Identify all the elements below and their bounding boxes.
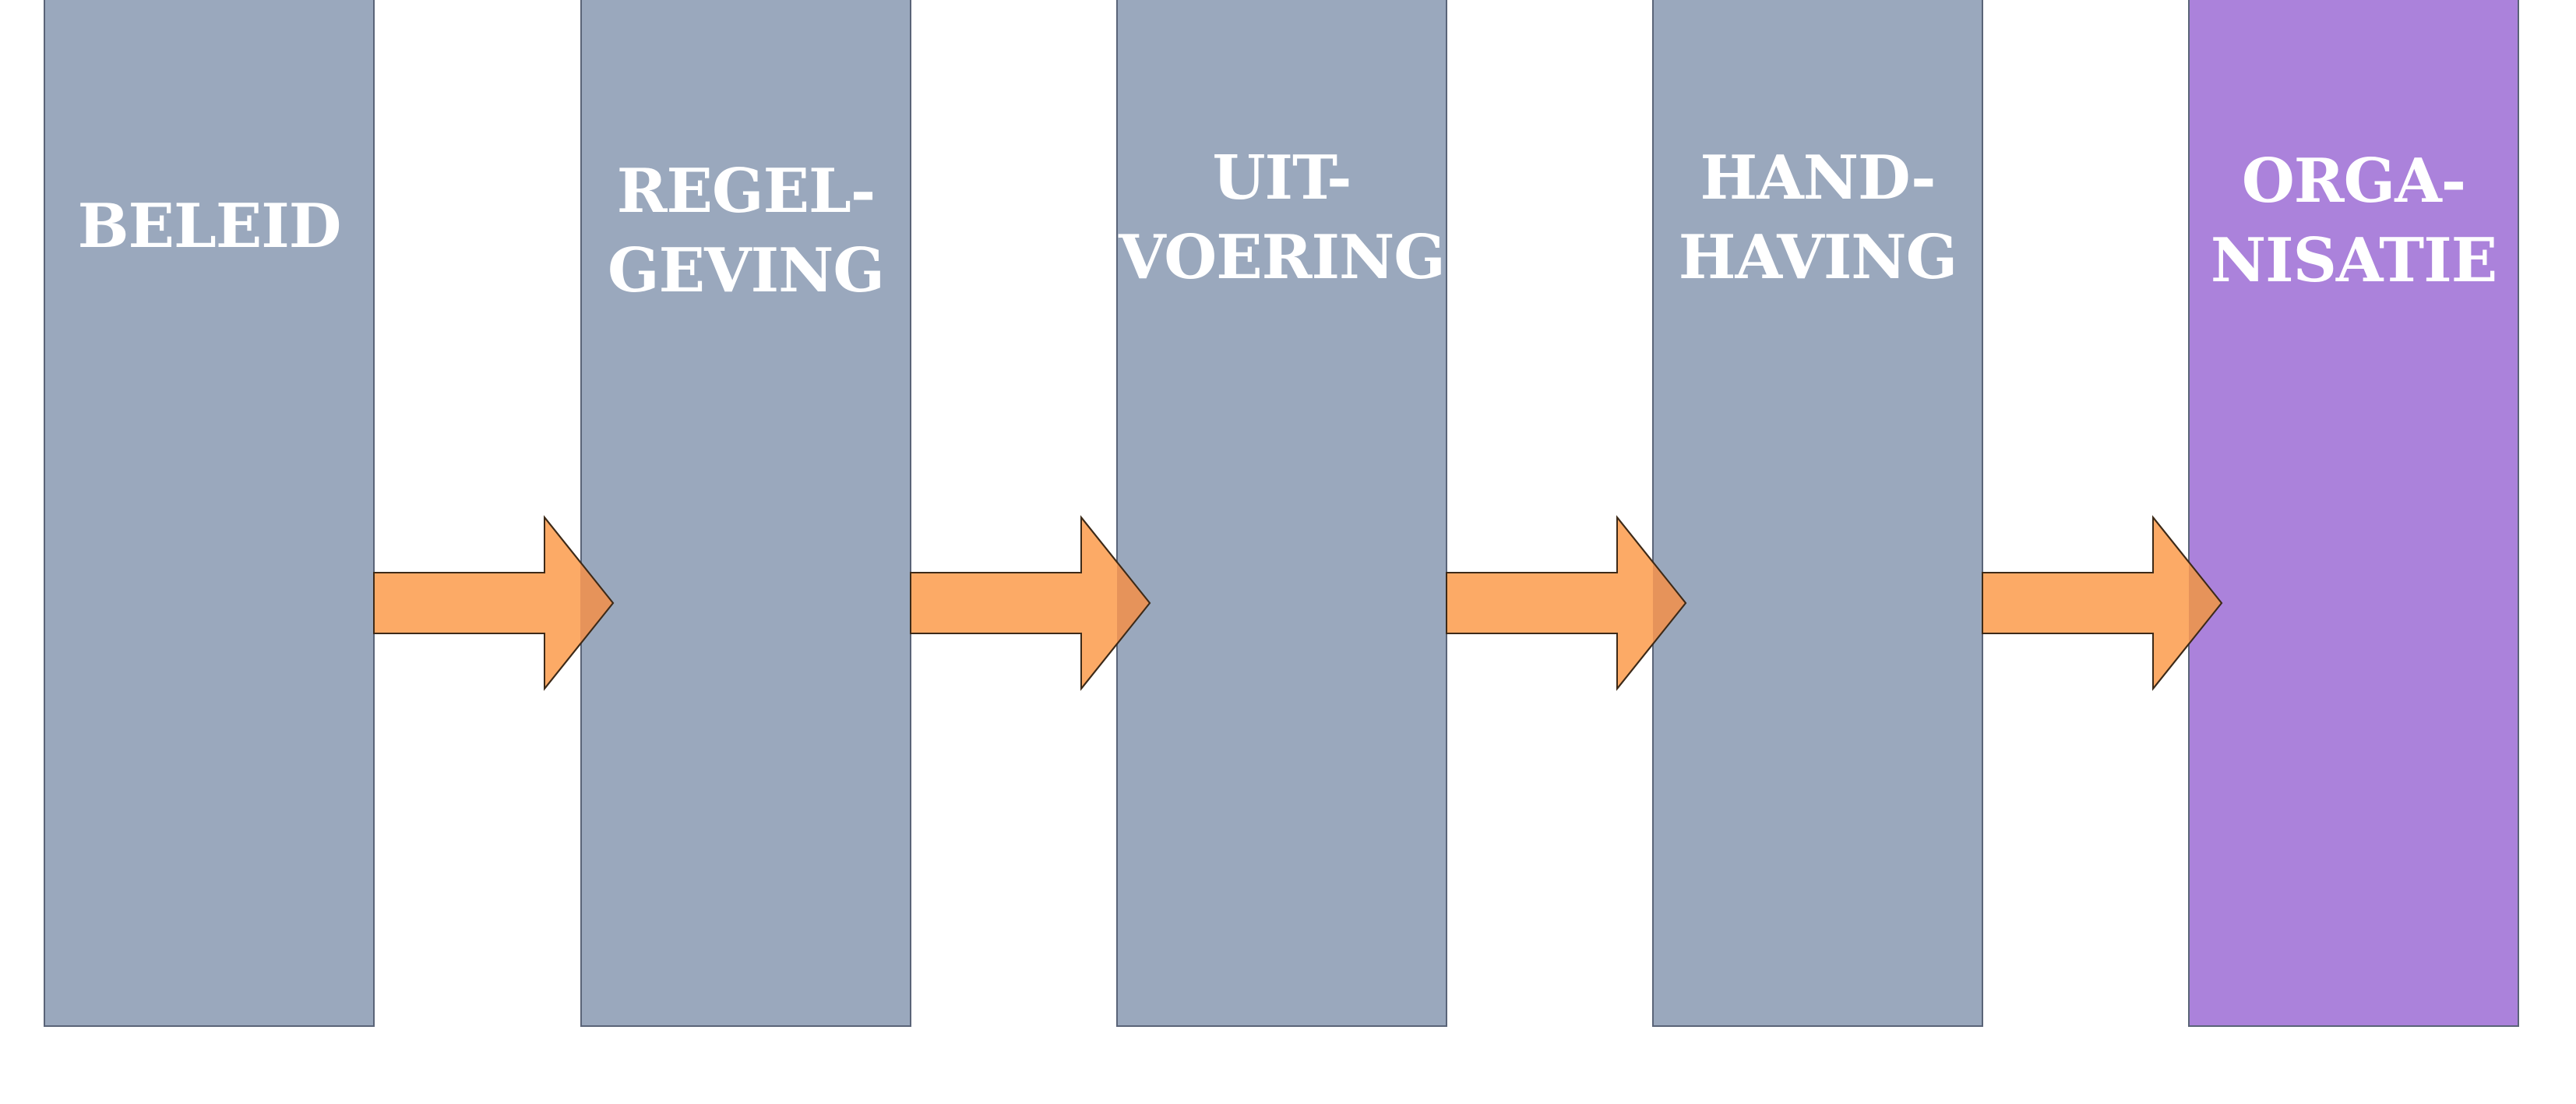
step-block-handhaving: HAND- HAVING: [1652, 0, 1983, 1027]
arrow-head-outline: [1080, 517, 1151, 690]
step-block-beleid: BELEID: [44, 0, 375, 1027]
arrow-shaft: [910, 515, 1151, 691]
step-label-uitvoering: UIT- VOERING: [1087, 139, 1477, 298]
arrow-shaft: [1982, 515, 2223, 691]
step-label-regelgeving: REGEL- GEVING: [551, 152, 941, 311]
arrow-tip: [1653, 562, 1686, 644]
arrow-tip: [580, 562, 613, 644]
step-label-line: REGEL-: [616, 156, 876, 227]
arrow-head-outline: [544, 517, 615, 690]
right-arrow-icon: [373, 515, 615, 691]
step-label-line: BELEID: [77, 191, 342, 262]
step-label-beleid: BELEID: [14, 187, 404, 266]
right-arrow-icon: [1982, 515, 2224, 691]
step-label-line: GEVING: [608, 235, 885, 306]
arrow-head-outline: [2152, 517, 2223, 690]
right-arrow-icon: [910, 515, 1152, 691]
arrow-tip: [1117, 562, 1150, 644]
step-label-line: NISATIE: [2210, 225, 2497, 296]
step-label-line: VOERING: [1119, 222, 1446, 293]
step-label-line: ORGA-: [2241, 146, 2466, 217]
step-block-regelgeving: REGEL- GEVING: [580, 0, 911, 1027]
step-block-organisatie: ORGA- NISATIE: [2188, 0, 2519, 1027]
step-block-uitvoering: UIT- VOERING: [1116, 0, 1447, 1027]
arrow-shaft: [373, 515, 615, 691]
step-label-line: HAND-: [1700, 143, 1936, 213]
arrow-head-outline: [1616, 517, 1687, 690]
step-label-line: UIT-: [1212, 143, 1351, 213]
step-label-line: HAVING: [1678, 222, 1958, 293]
arrow-tip: [2189, 562, 2222, 644]
right-arrow-icon: [1446, 515, 1688, 691]
step-label-organisatie: ORGA- NISATIE: [2158, 142, 2549, 301]
step-label-handhaving: HAND- HAVING: [1623, 139, 2013, 298]
arrow-shaft: [1446, 515, 1687, 691]
